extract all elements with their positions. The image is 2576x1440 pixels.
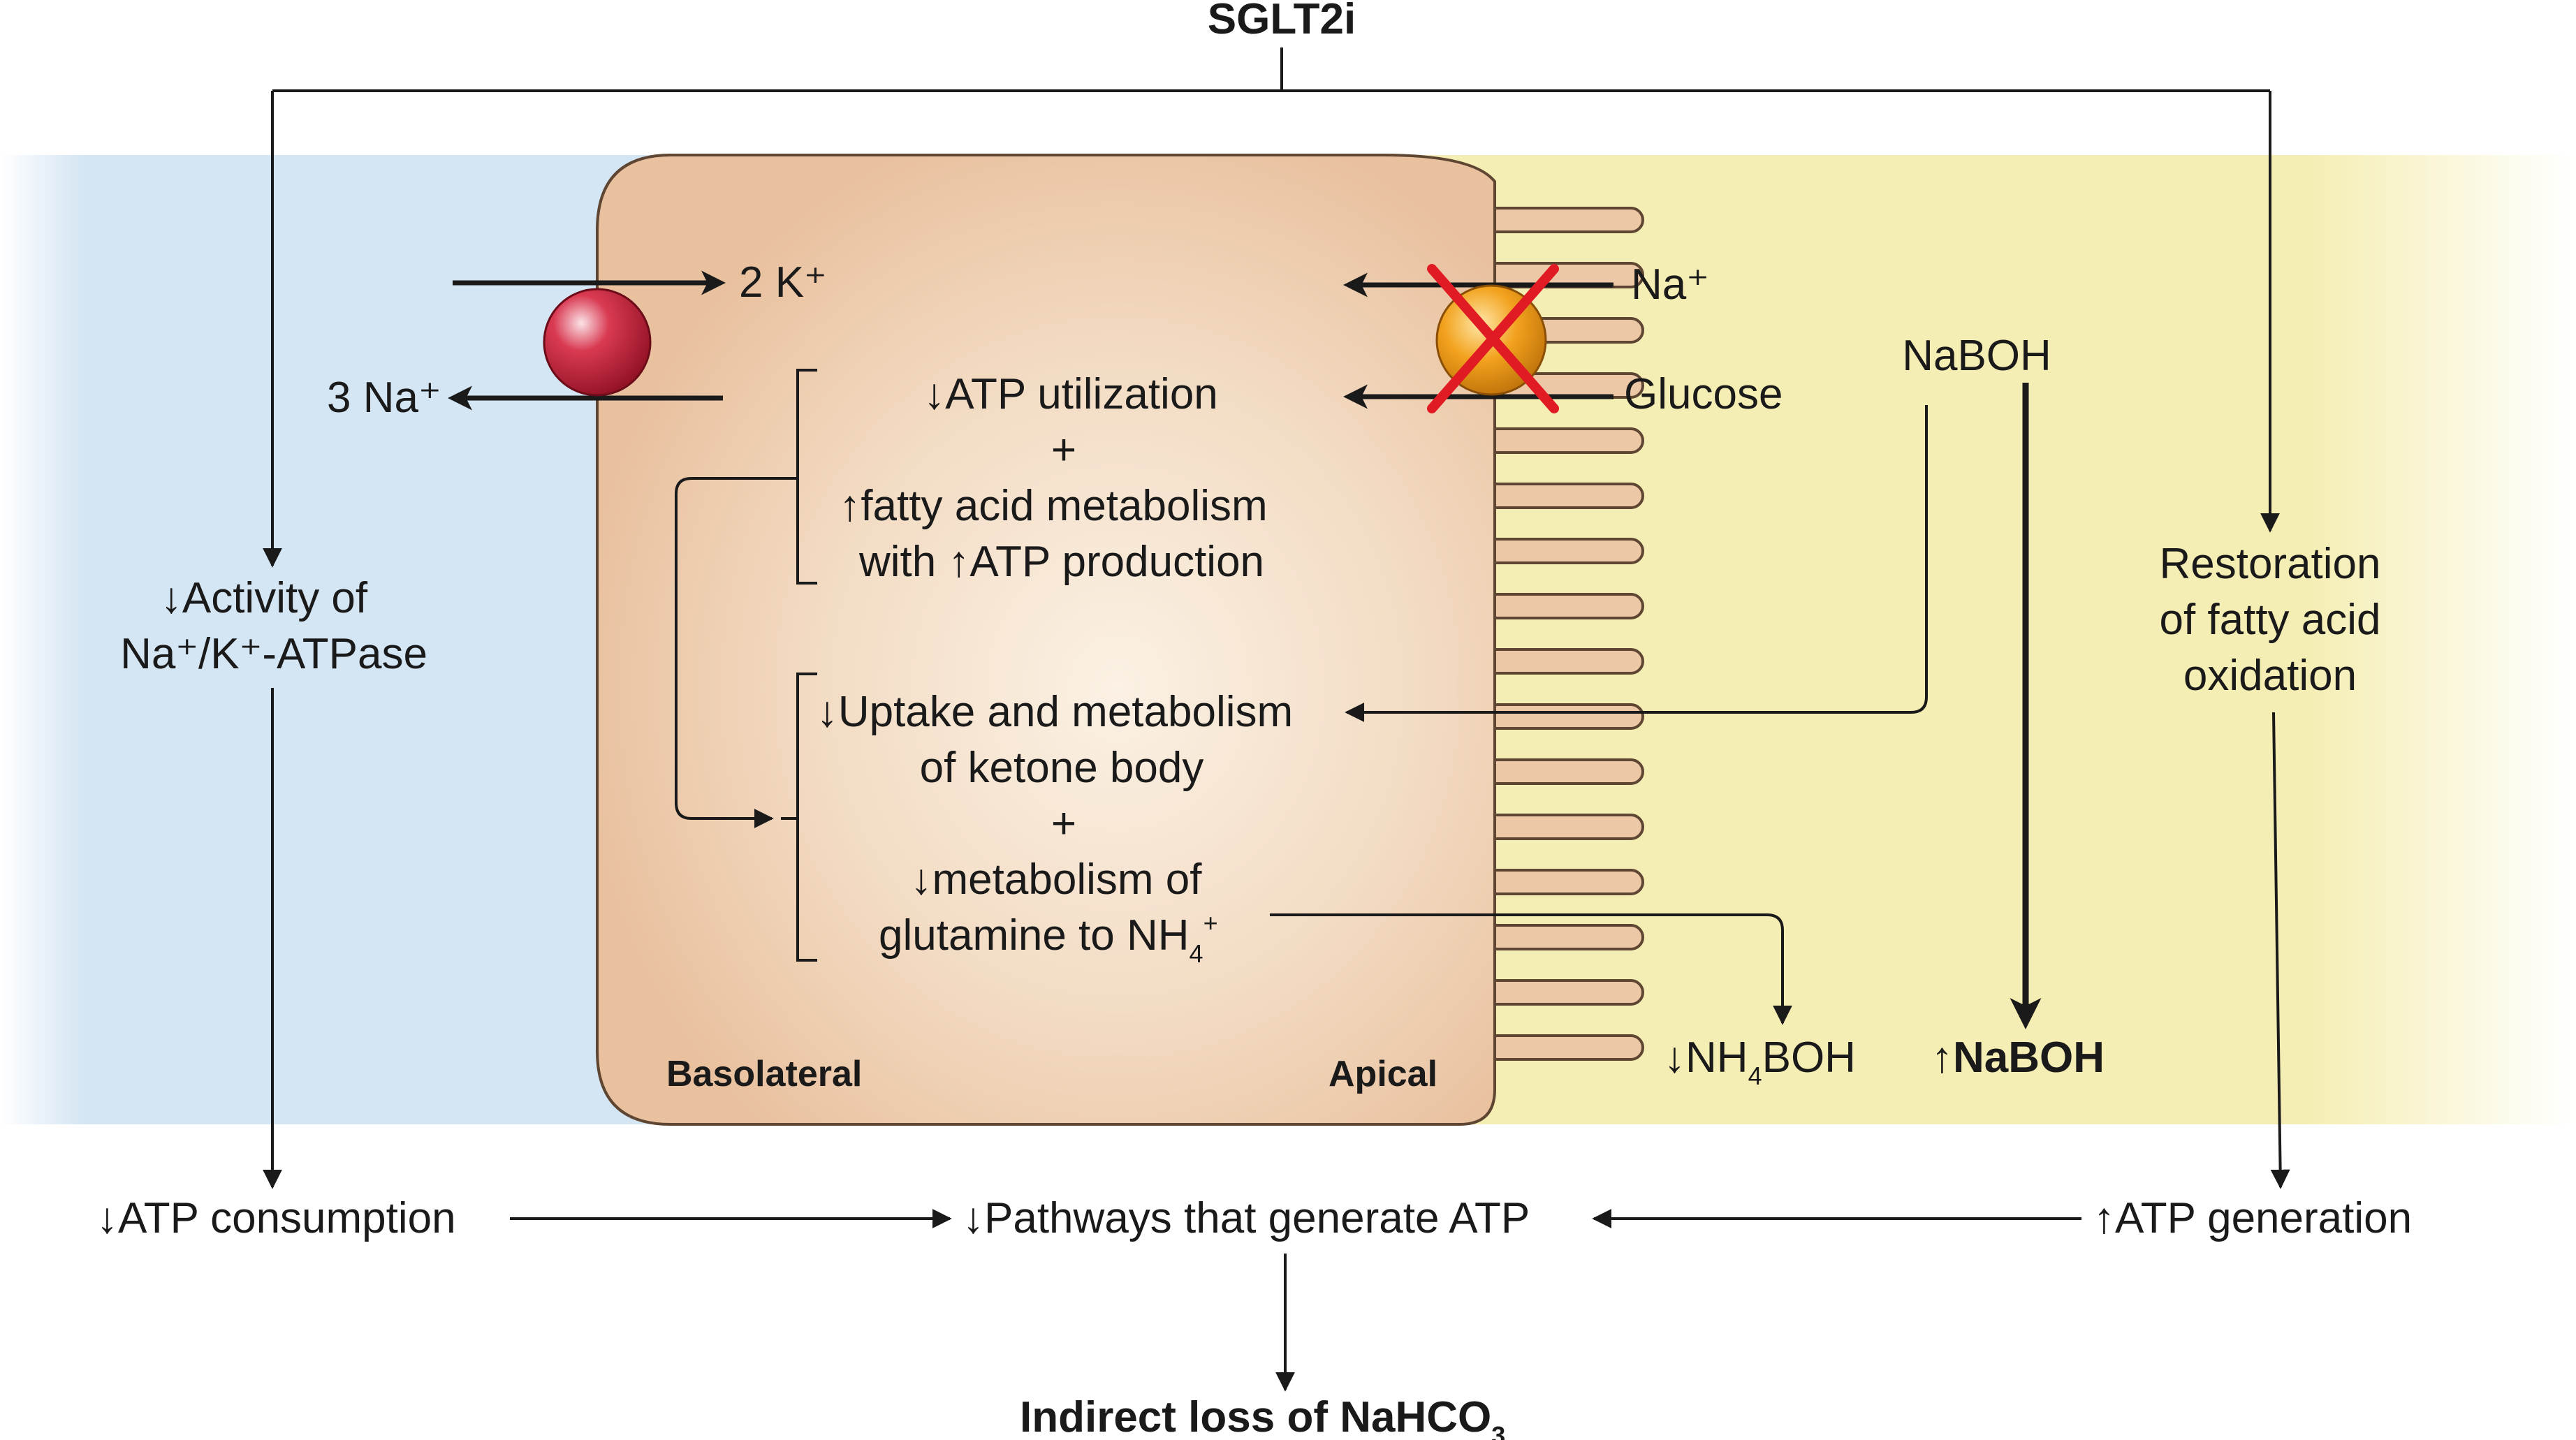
nh4-to-lumen-arrow: [1270, 913, 1792, 1025]
nh4boh-label: ↓NH4BOH: [1664, 1034, 1856, 1090]
glucose-label: Glucose: [1624, 370, 1783, 418]
naboh-up-label: ↑NaBOH: [1931, 1034, 2105, 1082]
microvillus: [1483, 758, 1644, 785]
fatty-acid-line3: oxidation: [2183, 652, 2357, 700]
microvillus: [1483, 207, 1644, 233]
sglt2i-label: SGLT2i: [1208, 0, 1356, 43]
box2-line1: ↓Uptake and metabolism: [817, 688, 1293, 736]
k-label: 2 K⁺: [739, 258, 827, 307]
atpase-activity-line1: ↓Activity of: [161, 574, 368, 622]
box1-line4: with ↑ATP production: [858, 538, 1264, 586]
box1-to-box2-connector: [675, 477, 798, 828]
naboh-top-label: NaBOH: [1902, 332, 2051, 380]
conclusion-label: Indirect loss of NaHCO3: [1020, 1393, 1505, 1440]
atp-pathways-label: ↓Pathways that generate ATP: [963, 1194, 1530, 1242]
fatty-acid-to-generation-arrow: [2270, 712, 2290, 1189]
microvillus: [1483, 262, 1644, 288]
box2-line4: ↓metabolism of: [911, 855, 1203, 904]
apical-label: Apical: [1329, 1054, 1437, 1094]
basolateral-label: Basolateral: [666, 1054, 862, 1094]
na-3-label: 3 Na⁺: [327, 374, 441, 422]
lumen-compartment: [1369, 155, 2576, 1124]
inhibition-x-icon: [1427, 264, 1559, 413]
microvillus: [1483, 593, 1644, 619]
microvillus: [1483, 1034, 1644, 1061]
box1-line3: ↑fatty acid metabolism: [839, 482, 1267, 530]
microvillus: [1483, 703, 1644, 730]
microvillus: [1483, 814, 1644, 840]
fatty-acid-line2: of fatty acid: [2159, 596, 2380, 644]
microvillus: [1483, 427, 1644, 454]
box2-bracket: [781, 673, 817, 962]
box1-plus: +: [1051, 426, 1076, 474]
microvillus: [1483, 483, 1644, 509]
ketone-uptake-arrow: [1345, 405, 1928, 722]
microvillus: [1483, 979, 1644, 1006]
na-k-atpase-pump: [543, 288, 652, 397]
microvillus: [1483, 648, 1644, 675]
atp-generation-label: ↑ATP generation: [2093, 1194, 2412, 1242]
fatty-acid-line1: Restoration: [2159, 540, 2380, 588]
box1-bracket: [796, 369, 817, 585]
atpase-activity-line2: Na⁺/K⁺-ATPase: [120, 630, 427, 678]
box1-line1: ↓ATP utilization: [923, 370, 1218, 418]
box2-line2: of ketone body: [920, 744, 1204, 792]
box2-plus: +: [1051, 800, 1076, 848]
na-apical-label: Na⁺: [1631, 260, 1709, 309]
atp-consumption-label: ↓ATP consumption: [96, 1194, 456, 1242]
box2-line5: glutamine to NH4+: [879, 909, 1218, 968]
microvillus: [1483, 538, 1644, 564]
microvillus: [1483, 869, 1644, 895]
microvillus: [1483, 924, 1644, 950]
tubular-cell: [596, 154, 1496, 1126]
sglt2i-branch-line: [272, 47, 2270, 92]
brush-border: [1483, 207, 1644, 1061]
